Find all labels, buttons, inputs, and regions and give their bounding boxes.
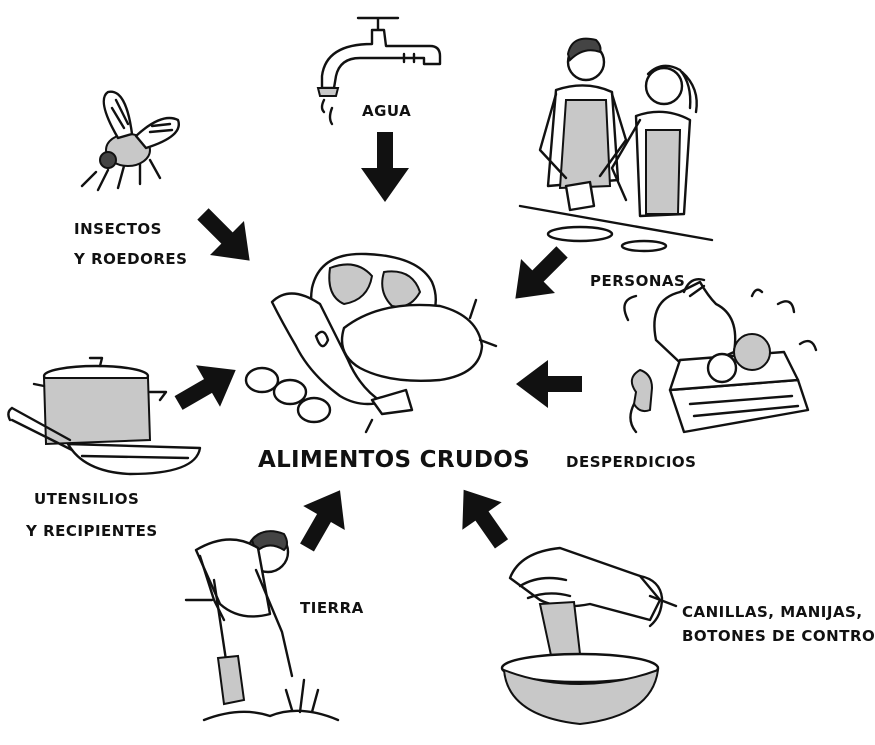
label-tierra: TIERRA xyxy=(300,597,364,619)
hand-on-tap-icon xyxy=(502,548,676,724)
label-agua: AGUA xyxy=(362,100,411,122)
pots-pans-icon xyxy=(8,358,200,474)
label-desperdicios: DESPERDICIOS xyxy=(566,451,696,473)
label-canillas-line1: CANILLAS, MANIJAS, xyxy=(682,601,863,623)
arrow-from-utensilios xyxy=(167,349,248,424)
fly-icon xyxy=(82,92,179,190)
label-personas: PERSONAS xyxy=(590,270,685,292)
arrow-from-tierra xyxy=(286,478,361,559)
people-cooking-icon xyxy=(520,39,712,251)
raw-food-icon xyxy=(246,254,496,432)
center-label-alimentos-crudos: ALIMENTOS CRUDOS xyxy=(258,449,530,471)
label-insectos-line1: INSECTOS xyxy=(74,218,162,240)
gardener-icon xyxy=(186,531,338,720)
label-utensilios-line1: UTENSILIOS xyxy=(34,488,139,510)
arrow-from-agua xyxy=(361,132,409,202)
garbage-rat-icon xyxy=(624,279,816,432)
arrow-from-insectos xyxy=(186,197,267,278)
arrow-from-personas xyxy=(498,235,579,316)
arrow-from-desperdicios xyxy=(516,360,582,408)
label-canillas-line2: BOTONES DE CONTROL xyxy=(682,625,875,647)
arrow-from-canillas xyxy=(444,476,521,558)
label-insectos-line2: Y ROEDORES xyxy=(74,248,187,270)
label-utensilios-line2: Y RECIPIENTES xyxy=(26,520,158,542)
